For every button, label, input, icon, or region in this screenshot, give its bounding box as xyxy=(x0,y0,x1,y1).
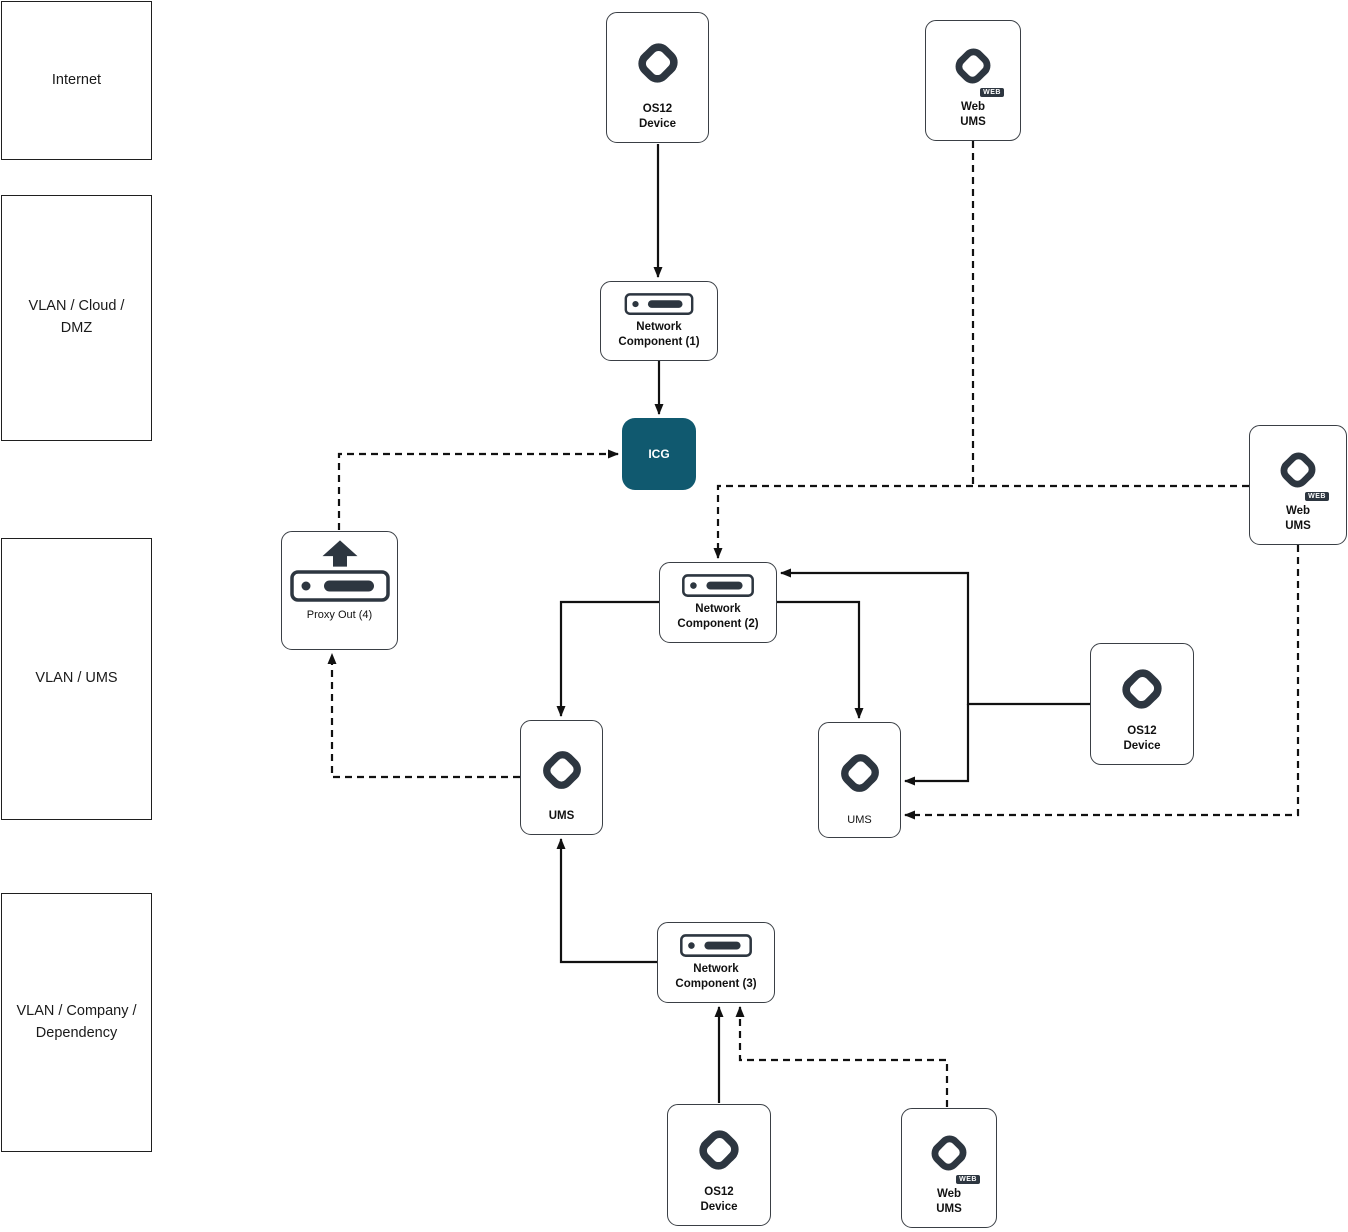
node-label: ICG xyxy=(648,447,670,461)
web-badge: WEB xyxy=(956,1175,980,1185)
node-label: Network Component (3) xyxy=(675,963,757,991)
node-os12-device-top[interactable]: OS12 Device xyxy=(606,12,709,143)
node-label: OS12 Device xyxy=(638,103,677,131)
zone-vlan-cloud-dmz: VLAN / Cloud / DMZ xyxy=(1,195,152,441)
edge-web-ums-bottom_nc3 xyxy=(735,1006,949,1107)
edge-nc2_ums-left xyxy=(556,600,659,717)
ums-logo-icon xyxy=(949,42,997,90)
edge-nc2_ums-right xyxy=(777,600,864,719)
node-label: Web UMS xyxy=(1285,505,1311,533)
node-os12-device-right[interactable]: OS12 Device xyxy=(1090,643,1194,765)
node-label: Web UMS xyxy=(936,1188,962,1216)
edge-web-ums-right_nc2 xyxy=(713,484,1249,559)
logo-wrap xyxy=(536,731,588,809)
node-label: Network Component (1) xyxy=(618,321,700,349)
up-arrow-icon xyxy=(319,540,361,567)
network-device-icon xyxy=(668,574,768,597)
ums-logo-icon xyxy=(1274,446,1322,494)
ums-logo-icon xyxy=(536,744,588,796)
os12-logo-icon xyxy=(692,1123,746,1177)
os12-logo-icon xyxy=(631,36,685,90)
node-label: UMS xyxy=(847,813,872,826)
node-ums-right[interactable]: UMS xyxy=(818,722,901,838)
logo-wrap xyxy=(631,23,685,102)
node-icg[interactable]: ICG xyxy=(622,418,696,490)
network-device-icon xyxy=(290,570,390,602)
logo-wrap xyxy=(834,733,886,813)
node-label: OS12 Device xyxy=(700,1186,738,1214)
node-web-ums-right[interactable]: WEB Web UMS xyxy=(1249,425,1347,545)
web-badge: WEB xyxy=(1305,492,1329,502)
node-label: Proxy Out (4) xyxy=(306,609,373,621)
node-os12-device-bottom[interactable]: OS12 Device xyxy=(667,1104,771,1226)
node-web-ums-top[interactable]: WEB Web UMS xyxy=(925,20,1021,141)
ums-logo-icon xyxy=(834,747,886,799)
node-proxy-out[interactable]: Proxy Out (4) xyxy=(281,531,398,650)
logo-wrap: WEB xyxy=(949,31,1004,100)
node-label: OS12 Device xyxy=(1123,725,1161,753)
network-device-icon xyxy=(609,293,709,315)
node-ums-left[interactable]: UMS xyxy=(520,720,603,835)
zone-internet: Internet xyxy=(1,1,152,160)
zone-vlan-ums: VLAN / UMS xyxy=(1,538,152,820)
node-network-component-1[interactable]: Network Component (1) xyxy=(600,281,718,361)
edge-nc3_ums-left xyxy=(556,838,657,964)
edge-os12-right_ums-right xyxy=(904,704,970,786)
logo-wrap xyxy=(692,1115,746,1185)
zone-vlan-company-dep: VLAN / Company / Dependency xyxy=(1,893,152,1152)
edge-proxy-out_icg xyxy=(337,449,619,530)
ums-logo-icon xyxy=(925,1129,973,1177)
node-label: UMS xyxy=(548,810,575,823)
logo-wrap: WEB xyxy=(1274,436,1329,504)
web-badge: WEB xyxy=(980,88,1004,98)
node-network-component-3[interactable]: Network Component (3) xyxy=(657,922,775,1003)
edge-os12-right_nc2 xyxy=(780,568,1090,706)
network-device-icon xyxy=(666,934,766,957)
node-web-ums-bottom[interactable]: WEB Web UMS xyxy=(901,1108,997,1228)
os12-logo-icon xyxy=(1115,662,1169,716)
edge-ums-left_proxy-out xyxy=(327,653,520,779)
node-label: Network Component (2) xyxy=(677,603,759,631)
node-label: Web UMS xyxy=(960,101,986,129)
logo-wrap xyxy=(1115,654,1169,724)
edge-web-ums-right_ums-right xyxy=(904,545,1300,820)
node-network-component-2[interactable]: Network Component (2) xyxy=(659,562,777,643)
logo-wrap: WEB xyxy=(925,1119,980,1187)
